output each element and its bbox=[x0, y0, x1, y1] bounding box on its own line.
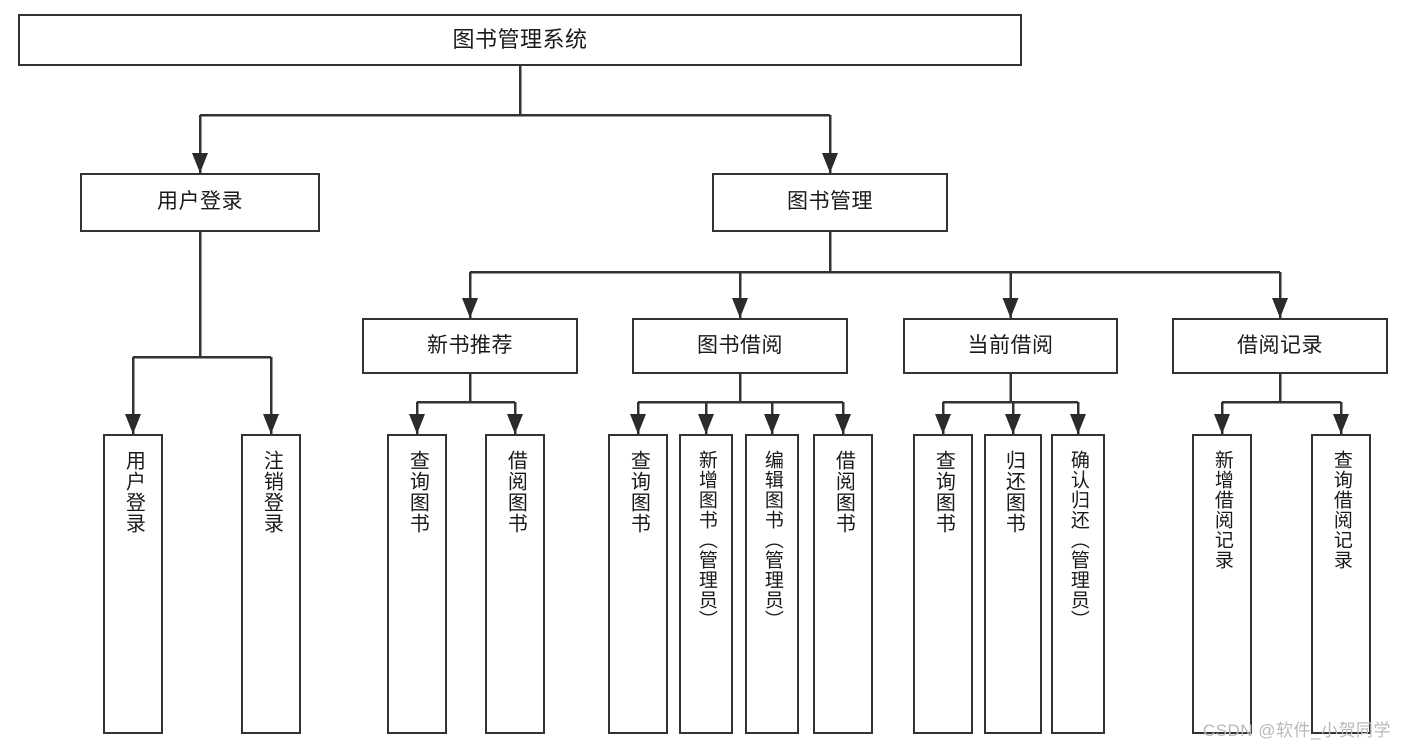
node-label: 归还图书 bbox=[1002, 450, 1025, 534]
node-l-qbook3[interactable]: 查询图书 bbox=[913, 434, 973, 734]
node-record[interactable]: 借阅记录 bbox=[1172, 318, 1388, 374]
node-l-login[interactable]: 用户登录 bbox=[103, 434, 163, 734]
node-l-addbook[interactable]: 新增图书（管理员） bbox=[679, 434, 733, 734]
node-label: 用户登录 bbox=[122, 450, 145, 534]
watermark-text: CSDN @软件_小贺同学 bbox=[1202, 721, 1391, 740]
node-label: 图书管理系统 bbox=[452, 27, 588, 53]
node-label: 图书管理 bbox=[787, 190, 873, 214]
node-l-qrec[interactable]: 查询借阅记录 bbox=[1311, 434, 1371, 734]
node-bookmgmt[interactable]: 图书管理 bbox=[712, 173, 948, 232]
node-label: 确认归还（管理员） bbox=[1067, 450, 1089, 630]
node-newbook[interactable]: 新书推荐 bbox=[362, 318, 578, 374]
node-l-bbook1[interactable]: 借阅图书 bbox=[485, 434, 545, 734]
node-label: 新增借阅记录 bbox=[1211, 450, 1233, 570]
node-l-addrec[interactable]: 新增借阅记录 bbox=[1192, 434, 1252, 734]
node-l-return[interactable]: 归还图书 bbox=[984, 434, 1042, 734]
node-label: 查询图书 bbox=[932, 450, 955, 534]
node-label: 用户登录 bbox=[157, 190, 243, 214]
node-l-confirm[interactable]: 确认归还（管理员） bbox=[1051, 434, 1105, 734]
node-current[interactable]: 当前借阅 bbox=[903, 318, 1118, 374]
node-l-logout[interactable]: 注销登录 bbox=[241, 434, 301, 734]
node-label: 图书借阅 bbox=[697, 333, 783, 357]
node-borrow[interactable]: 图书借阅 bbox=[632, 318, 848, 374]
node-l-qbook1[interactable]: 查询图书 bbox=[387, 434, 447, 734]
node-label: 新书推荐 bbox=[427, 333, 513, 357]
node-l-bbook2[interactable]: 借阅图书 bbox=[813, 434, 873, 734]
node-label: 借阅图书 bbox=[832, 450, 855, 534]
node-label: 借阅记录 bbox=[1237, 333, 1323, 357]
node-l-qbook2[interactable]: 查询图书 bbox=[608, 434, 668, 734]
node-login[interactable]: 用户登录 bbox=[80, 173, 320, 232]
node-label: 查询图书 bbox=[627, 450, 650, 534]
node-root[interactable]: 图书管理系统 bbox=[18, 14, 1022, 66]
node-label: 借阅图书 bbox=[504, 450, 527, 534]
node-label: 注销登录 bbox=[260, 450, 283, 534]
node-label: 新增图书（管理员） bbox=[695, 450, 717, 630]
node-label: 查询图书 bbox=[406, 450, 429, 534]
node-label: 查询借阅记录 bbox=[1330, 450, 1352, 570]
node-label: 编辑图书（管理员） bbox=[761, 450, 783, 630]
node-label: 当前借阅 bbox=[967, 333, 1054, 357]
node-l-editbook[interactable]: 编辑图书（管理员） bbox=[745, 434, 799, 734]
